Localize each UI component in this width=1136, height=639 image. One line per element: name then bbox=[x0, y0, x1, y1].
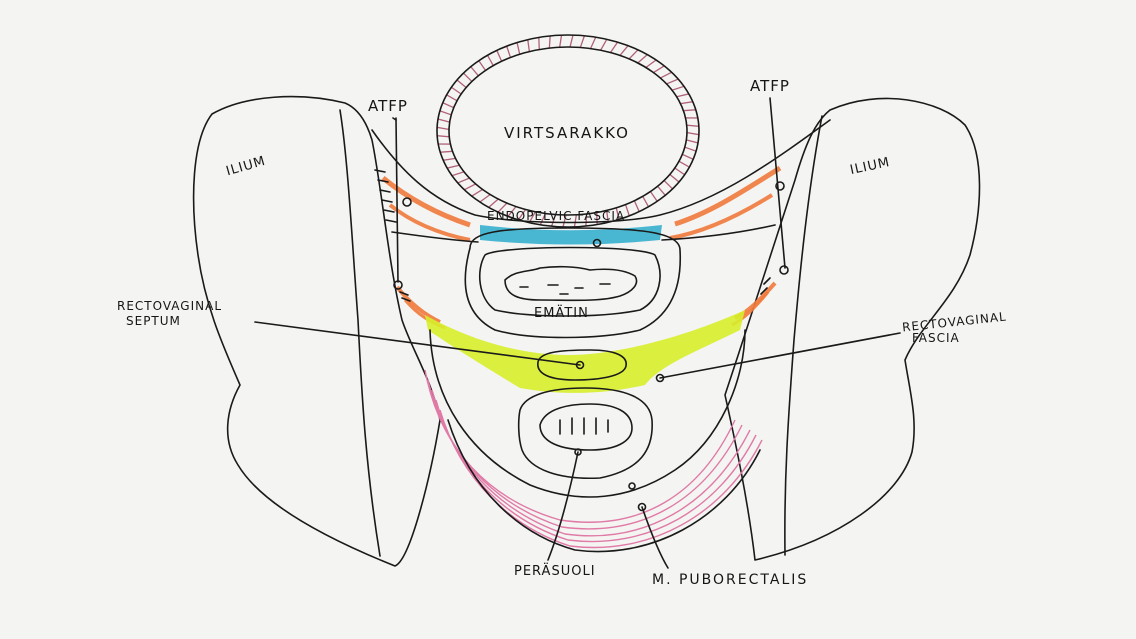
endopelvic-fascia-label: ENDOPELVIC FASCIA bbox=[487, 210, 625, 224]
vagina-label: EMÄTIN bbox=[534, 307, 589, 322]
rv-septum-label-2: SEPTUM bbox=[126, 315, 181, 329]
rectum-label: PERÄSUOLI bbox=[514, 565, 596, 580]
atfp-right-label: ATFP bbox=[750, 78, 790, 95]
rv-septum-label-1: RECTOVAGINAL bbox=[117, 300, 222, 314]
bladder-label: VIRTSARAKKO bbox=[504, 125, 630, 142]
puborectalis-label: M. PUBORECTALIS bbox=[652, 572, 808, 588]
rv-fascia-label-2: FASCIA bbox=[912, 332, 960, 346]
atfp-left-label: ATFP bbox=[368, 98, 408, 115]
